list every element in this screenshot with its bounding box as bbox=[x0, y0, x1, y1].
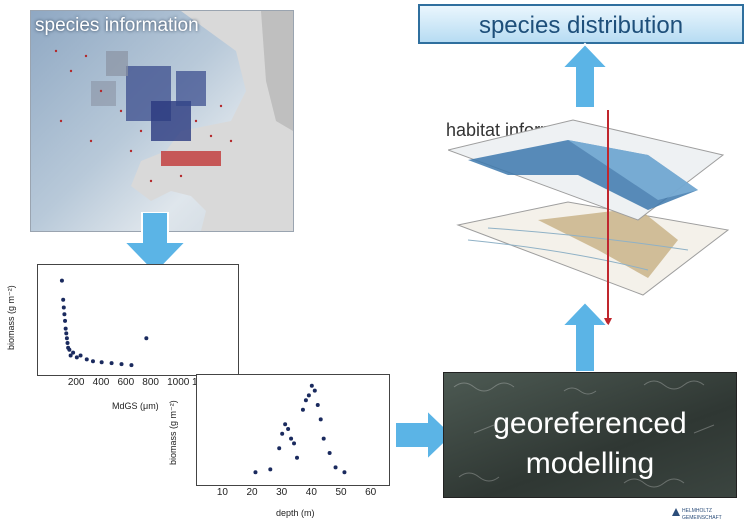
data-point bbox=[61, 297, 66, 302]
data-point bbox=[286, 427, 291, 431]
data-point bbox=[277, 446, 282, 451]
data-point bbox=[67, 347, 72, 352]
data-point bbox=[253, 470, 258, 475]
x-tick-label: 40 bbox=[305, 487, 317, 498]
data-point bbox=[59, 278, 64, 283]
data-point bbox=[315, 403, 320, 407]
x-tick-label: 1000 bbox=[167, 377, 190, 388]
map-graphic bbox=[54, 11, 293, 231]
data-point bbox=[342, 470, 347, 475]
up-arrow-to-habitat bbox=[560, 300, 610, 373]
plot2-xlabel: depth (m) bbox=[276, 508, 315, 518]
data-point bbox=[333, 465, 338, 470]
observation-points bbox=[54, 49, 233, 183]
data-point bbox=[78, 353, 83, 358]
data-point bbox=[321, 436, 326, 441]
plot1-ylabel: biomass (g m⁻²) bbox=[6, 285, 16, 350]
plot1-marks bbox=[59, 278, 149, 368]
data-point bbox=[119, 362, 124, 367]
depth-line-arrowhead bbox=[604, 318, 612, 326]
data-point bbox=[144, 336, 149, 341]
modelling-label-line2: modelling bbox=[525, 447, 655, 480]
modelling-label-line1: georeferenced bbox=[493, 407, 687, 440]
data-point bbox=[109, 361, 114, 366]
data-point bbox=[306, 393, 311, 398]
data-point bbox=[268, 467, 273, 472]
data-point bbox=[289, 436, 294, 441]
data-point bbox=[129, 363, 134, 368]
data-point bbox=[99, 360, 104, 365]
data-point bbox=[318, 417, 323, 422]
data-point bbox=[68, 353, 73, 358]
x-tick-label: 400 bbox=[92, 377, 110, 388]
data-point bbox=[90, 359, 95, 364]
chalk-scribbles bbox=[453, 380, 715, 488]
down-arrow-map-to-plot bbox=[121, 212, 189, 276]
x-tick-label: 200 bbox=[67, 377, 85, 388]
data-point bbox=[309, 383, 314, 388]
data-point bbox=[65, 341, 70, 345]
x-tick-label: 10 bbox=[216, 487, 228, 498]
data-point bbox=[84, 357, 89, 362]
logo-line1: HELMHOLTZ bbox=[682, 508, 712, 514]
x-tick-label: 60 bbox=[365, 487, 377, 498]
data-point bbox=[327, 451, 332, 455]
data-point bbox=[292, 441, 297, 446]
map-title: species information bbox=[35, 15, 199, 36]
species-distribution-box: species distribution bbox=[418, 4, 744, 44]
modelling-chalkboard: georeferenced modelling bbox=[443, 372, 737, 498]
data-point bbox=[300, 407, 305, 412]
logo-icon bbox=[672, 508, 680, 516]
data-point bbox=[280, 431, 285, 436]
right-arrow-to-modelling bbox=[395, 410, 455, 460]
data-point bbox=[64, 336, 69, 341]
data-point bbox=[61, 305, 66, 310]
species-information-map: species information bbox=[30, 10, 294, 232]
data-point bbox=[64, 331, 69, 336]
data-point bbox=[62, 312, 67, 317]
bottom-layer bbox=[456, 201, 730, 296]
plot1-xlabel: MdGS (μm) bbox=[112, 401, 159, 411]
habitat-layers bbox=[448, 110, 730, 326]
data-point bbox=[303, 398, 308, 403]
x-tick-label: 50 bbox=[335, 487, 347, 498]
helmholtz-logo: HELMHOLTZ GEMEINSCHAFT bbox=[672, 508, 722, 522]
coastline bbox=[131, 11, 293, 231]
data-point bbox=[312, 388, 317, 393]
survey-grid bbox=[91, 51, 221, 166]
data-point bbox=[295, 455, 299, 460]
x-tick-label: 20 bbox=[246, 487, 258, 498]
data-point bbox=[63, 326, 68, 331]
species-distribution-label: species distribution bbox=[478, 12, 684, 39]
data-point bbox=[283, 422, 288, 427]
land-area bbox=[261, 11, 293, 131]
x-tick-label: 600 bbox=[117, 377, 135, 388]
x-tick-label: 30 bbox=[276, 487, 288, 498]
plot2-marks bbox=[253, 383, 347, 475]
up-arrow-to-distribution bbox=[560, 42, 610, 109]
data-point bbox=[71, 350, 76, 355]
top-layer bbox=[448, 119, 725, 221]
data-point bbox=[63, 318, 68, 323]
logo-line2: GEMEINSCHAFT bbox=[682, 515, 722, 521]
biomass-vs-mdgs-plot bbox=[37, 264, 239, 376]
data-point bbox=[74, 355, 79, 360]
x-tick-label: 800 bbox=[142, 377, 159, 388]
biomass-vs-depth-plot bbox=[196, 374, 390, 486]
plot2-ylabel: biomass (g m⁻²) bbox=[168, 400, 178, 465]
